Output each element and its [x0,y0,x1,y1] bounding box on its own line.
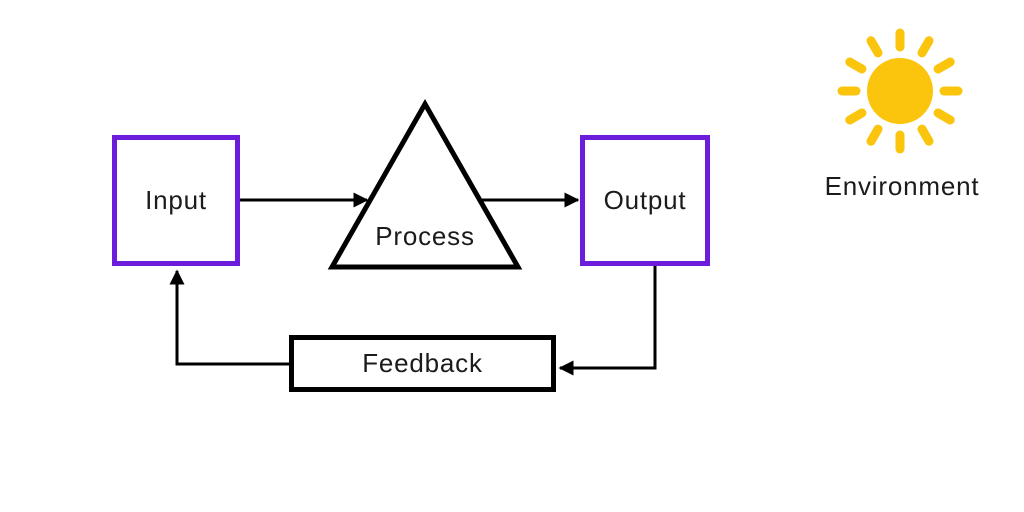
feedback-node: Feedback [289,335,556,392]
edge-feedback-to-input [169,269,289,366]
process-triangle [327,98,523,270]
output-node-label: Output [603,185,687,215]
input-node: Input [112,135,240,266]
edge-output-to-feedback [558,266,657,376]
sun-icon [837,28,963,154]
input-node-label: Input [145,185,207,215]
feedback-node-label: Feedback [362,348,483,378]
process-node-label: Process [375,221,475,251]
environment-label: Environment [824,171,980,201]
output-node: Output [580,135,710,266]
